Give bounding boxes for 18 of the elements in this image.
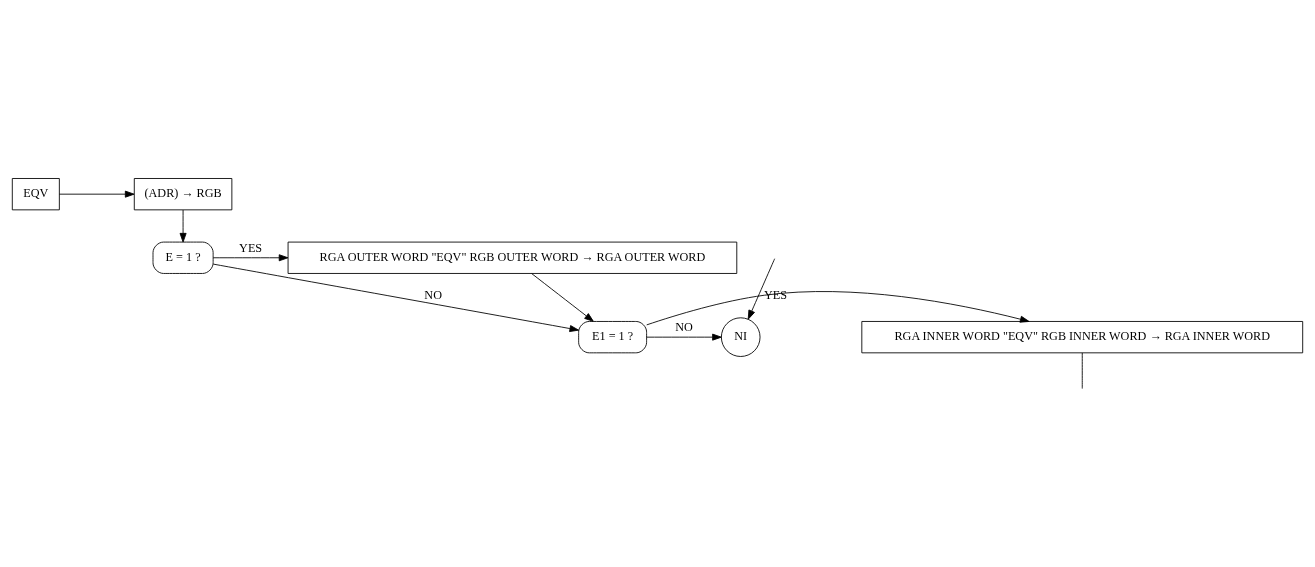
node-box: E1 = 1 ?	[578, 320, 648, 353]
node-box: (ADR) → RGB	[133, 177, 233, 210]
arrow	[179, 209, 187, 242]
node-circle: NI	[720, 316, 761, 357]
arrow	[531, 272, 594, 322]
arrow	[646, 290, 1030, 325]
arrow	[212, 263, 580, 332]
edge-label: NO	[675, 319, 693, 334]
arrow	[212, 253, 289, 261]
arrow	[58, 190, 135, 198]
node-box: RGA OUTER WORD "EQV" RGB OUTER WORD → RGA OUTER WORD	[287, 241, 738, 274]
node-box: RGA INNER WORD "EQV" RGB INNER WORD → RGA INNER WORD	[861, 320, 1304, 353]
edge-label: NO	[424, 287, 442, 302]
arrow	[646, 333, 722, 341]
node-box: E = 1 ?	[152, 241, 214, 274]
connector	[1081, 352, 1083, 389]
node-box: EQV	[11, 177, 60, 210]
edge-label: YES	[239, 240, 263, 255]
